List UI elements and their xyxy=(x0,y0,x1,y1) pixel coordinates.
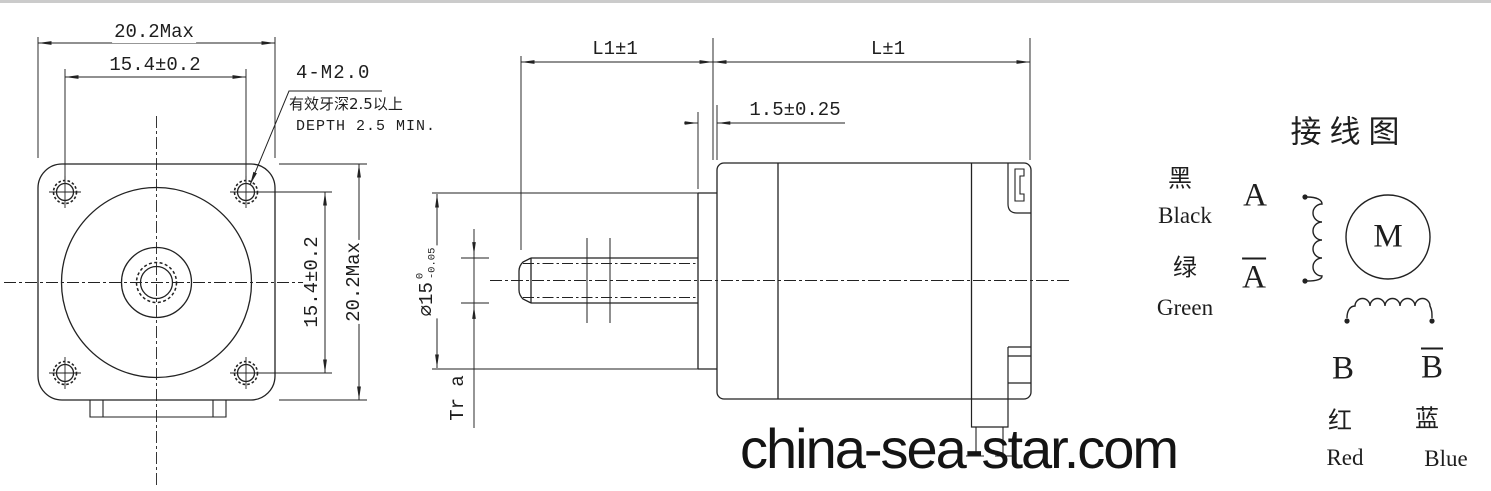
dim-hole-spacing-vertical: 15.4±0.2 xyxy=(301,234,324,330)
thread-note-english: DEPTH 2.5 MIN. xyxy=(296,118,437,135)
phase-a-label: A xyxy=(1243,177,1267,214)
wire-blue-english: Blue xyxy=(1424,446,1468,471)
dim-body-length: L±1 xyxy=(868,38,908,61)
thread-callout: 4-M2.0 xyxy=(296,62,371,84)
phase-b-bar-letter: B xyxy=(1420,347,1444,386)
wire-black-english: Black xyxy=(1158,203,1212,228)
phase-a-bar-label: A xyxy=(1242,257,1266,297)
wire-red-english: Red xyxy=(1326,445,1364,470)
phase-b-bar-label: B xyxy=(1420,347,1444,387)
wire-black-chinese: 黑 xyxy=(1168,164,1192,193)
tolerance-lower: -0.05 xyxy=(426,247,438,280)
shaft-diameter-tolerance: 0-0.05 xyxy=(414,247,438,280)
tolerance-upper: 0 xyxy=(414,272,427,280)
thread-note-chinese: 有效牙深2.5以上 xyxy=(289,95,403,113)
side-view-drawing xyxy=(432,38,1072,457)
phase-a-bar-letter: A xyxy=(1242,257,1266,296)
wire-blue-chinese: 蓝 xyxy=(1415,404,1439,433)
phase-b-label: B xyxy=(1331,350,1355,387)
thread-type-label: Tr a xyxy=(447,373,470,423)
wire-green-chinese: 绿 xyxy=(1173,253,1197,282)
dim-width-max: 20.2Max xyxy=(112,21,196,44)
motor-symbol: M xyxy=(1373,218,1403,255)
top-border-strip xyxy=(0,0,1491,3)
dim-boss-length: 1.5±0.25 xyxy=(747,99,843,122)
dim-height-max: 20.2Max xyxy=(343,240,366,324)
shaft-diameter-value: ∅15 xyxy=(416,282,439,317)
wiring-diagram-title: 接线图 xyxy=(1290,114,1408,151)
dim-screw-length: L1±1 xyxy=(590,38,640,61)
wire-green-english: Green xyxy=(1156,295,1214,320)
dim-hole-spacing-horizontal: 15.4±0.2 xyxy=(107,54,203,77)
wire-red-chinese: 红 xyxy=(1328,406,1352,435)
front-view-drawing xyxy=(4,37,382,486)
wiring-diagram-drawing xyxy=(1302,194,1435,324)
watermark: china-sea-star.com xyxy=(740,417,1179,480)
